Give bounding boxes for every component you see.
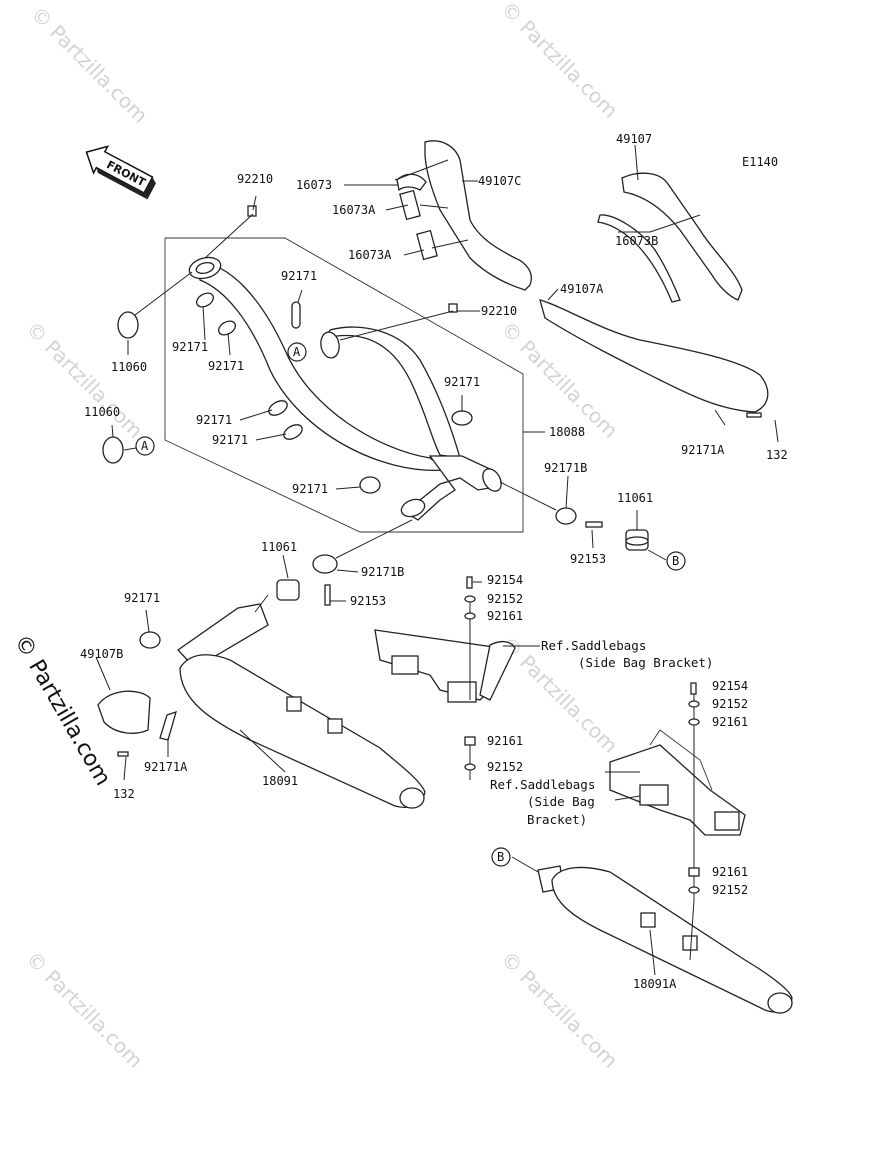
callout-letter: A: [293, 345, 301, 359]
part-label: 18091: [262, 774, 298, 788]
part-label: 92152: [712, 697, 748, 711]
part-label: 16073: [296, 178, 332, 192]
assembly-frame: [164, 237, 524, 533]
pipe-y-joint: [400, 455, 502, 521]
part-label: 132: [113, 787, 135, 801]
part-label: 92161: [712, 715, 748, 729]
ref-line: Ref.Saddlebags: [490, 777, 595, 792]
ref-line: (Side Bag: [527, 794, 595, 809]
part-label: 11060: [84, 405, 120, 419]
ref-saddlebags-lower: Ref.Saddlebags (Side Bag Bracket): [490, 777, 595, 827]
callout-B-upper: B: [666, 551, 686, 571]
part-label: 92154: [487, 573, 523, 587]
part-label: 11061: [617, 491, 653, 505]
part-label: 92152: [487, 592, 523, 606]
rear-muffler: [537, 865, 793, 1014]
watermark: © Partzilla.com: [496, 0, 622, 123]
part-label: 16073A: [332, 203, 376, 217]
part-label: 92161: [712, 865, 748, 879]
part-label: 49107B: [80, 647, 123, 661]
callout-letter: A: [141, 439, 149, 453]
heat-cover-49107A: [539, 299, 769, 413]
ref-line: Bracket): [527, 812, 587, 827]
part-label: 92171A: [144, 760, 188, 774]
heat-cover-49107B: [97, 690, 151, 734]
part-label: 92152: [712, 883, 748, 897]
diagram-code: E1140: [742, 155, 778, 169]
part-label: 92171: [172, 340, 208, 354]
watermark: © Partzilla.com: [496, 947, 622, 1073]
part-label: 92161: [487, 609, 523, 623]
hardware: [102, 173, 762, 757]
watermark: © Partzilla.com: [26, 2, 152, 128]
part-label: 92171: [292, 482, 328, 496]
part-label: 92171: [196, 413, 232, 427]
part-label: 92161: [487, 734, 523, 748]
part-label: 49107A: [560, 282, 604, 296]
part-label: 11060: [111, 360, 147, 374]
ref-line: (Side Bag Bracket): [578, 655, 713, 670]
ref-saddlebags-upper: Ref.Saddlebags (Side Bag Bracket): [541, 638, 713, 670]
part-label: 92171: [212, 433, 248, 447]
side-bag-bracket-lower: [609, 729, 746, 836]
callout-A-upper: A: [287, 342, 307, 362]
washers-bolts: [464, 576, 700, 894]
part-label: 92210: [481, 304, 517, 318]
part-label: 92153: [570, 552, 606, 566]
part-label: 92171: [208, 359, 244, 373]
part-label: 18088: [549, 425, 585, 439]
part-label: 49107C: [478, 174, 521, 188]
part-labels: 92210 16073 16073A 16073A 49107C 49107 1…: [80, 132, 788, 991]
front-arrow-icon: FRONT: [85, 145, 156, 200]
part-label: 49107: [616, 132, 652, 146]
part-label: 92171: [124, 591, 160, 605]
part-label: 16073B: [615, 234, 658, 248]
part-label: 92171: [281, 269, 317, 283]
heat-cover-16073B: [597, 214, 681, 303]
part-label: 16073A: [348, 248, 392, 262]
side-bag-bracket-upper: [374, 629, 516, 703]
front-muffler: [177, 603, 426, 809]
watermark: © Partzilla.com: [21, 947, 147, 1073]
ref-line: Ref.Saddlebags: [541, 638, 646, 653]
part-label: 92152: [487, 760, 523, 774]
callout-letter: B: [672, 554, 679, 568]
part-label: 92171B: [361, 565, 404, 579]
callout-B-lower: B: [491, 847, 511, 867]
part-label: 92153: [350, 594, 386, 608]
part-label: 92171B: [544, 461, 587, 475]
part-label: 18091A: [633, 977, 677, 991]
part-label: 92154: [712, 679, 748, 693]
part-label: 132: [766, 448, 788, 462]
part-label: 92171A: [681, 443, 725, 457]
heat-cover-49107C: [424, 140, 532, 291]
part-label: 11061: [261, 540, 297, 554]
callout-letter: B: [497, 850, 504, 864]
callout-A-lower: A: [135, 436, 155, 456]
heat-cover-49107: [621, 172, 743, 301]
leader-lines: [95, 144, 779, 976]
part-label: 92171: [444, 375, 480, 389]
part-label: 92210: [237, 172, 273, 186]
